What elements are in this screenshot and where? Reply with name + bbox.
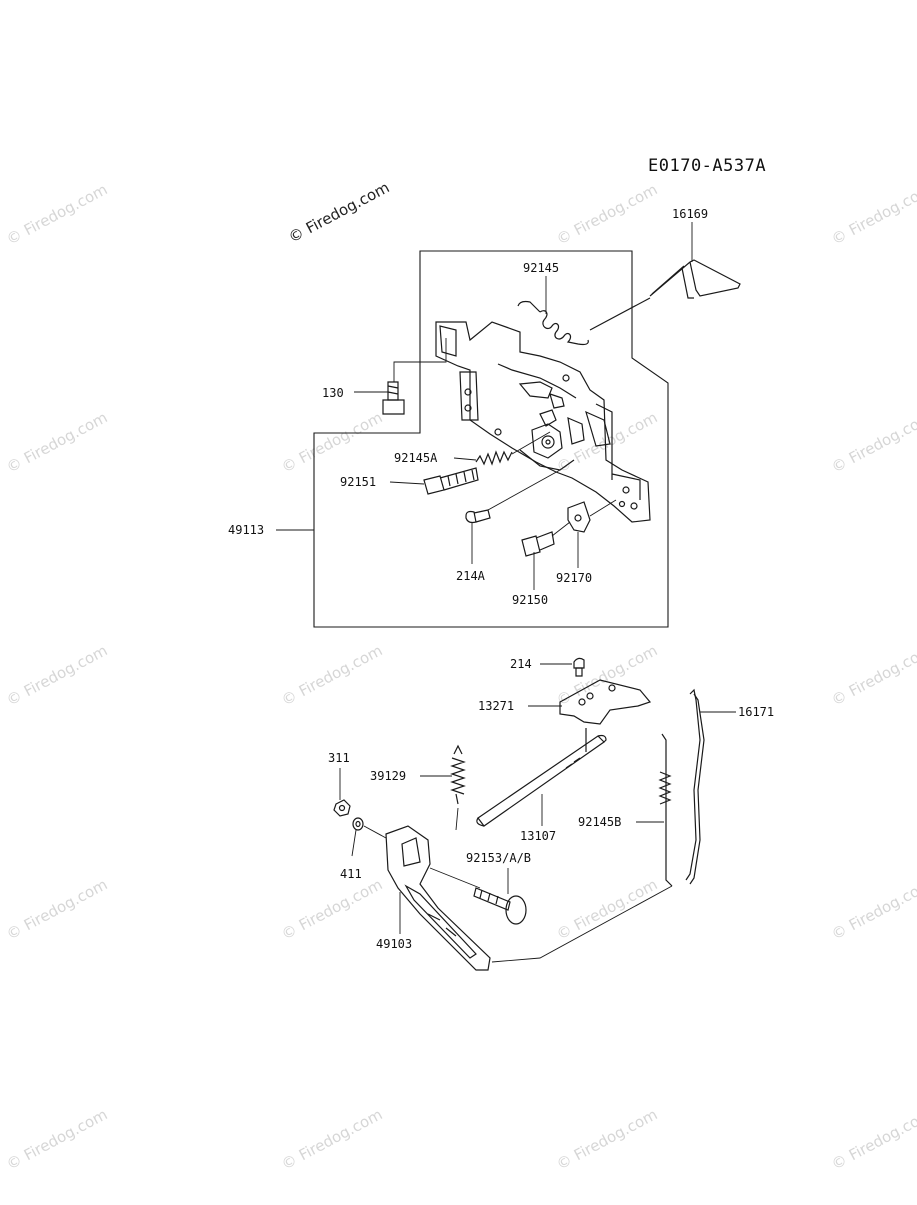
screw-92151: [423, 467, 479, 495]
label-411: 411: [340, 867, 362, 881]
watermark: © Firedog.com: [828, 641, 917, 709]
pin-92153AB: [473, 887, 527, 925]
watermark: © Firedog.com: [828, 408, 917, 476]
label-92145A: 92145A: [394, 451, 438, 465]
nut-311: [333, 799, 351, 817]
part-labels: 16169 92145 130 92145A 92151 49113 214A …: [228, 207, 774, 951]
watermark-grid: © Firedog.com © Firedog.com © Firedog.co…: [3, 180, 917, 1173]
label-49113: 49113: [228, 523, 264, 537]
watermark: © Firedog.com: [828, 875, 917, 943]
spring-92145A: [475, 450, 513, 466]
label-130: 130: [322, 386, 344, 400]
screw-214A: [465, 509, 491, 524]
washer-411: [352, 817, 364, 831]
label-16171: 16171: [738, 705, 774, 719]
assembly-frame-49113: [313, 250, 669, 628]
watermark: © Firedog.com: [278, 408, 385, 476]
label-13271: 13271: [478, 699, 514, 713]
watermark: © Firedog.com: [3, 408, 110, 476]
label-92145: 92145: [523, 261, 559, 275]
watermark: © Firedog.com: [553, 1105, 660, 1173]
link-16169: [589, 259, 741, 331]
spring-92145B: [658, 733, 673, 887]
label-214: 214: [510, 657, 532, 671]
bracket-92170: [567, 501, 591, 533]
spring-39129: [450, 744, 466, 805]
shaft-13107: [476, 728, 607, 827]
label-311: 311: [328, 751, 350, 765]
control-plate: [435, 321, 651, 523]
label-39129: 39129: [370, 769, 406, 783]
label-13107: 13107: [520, 829, 556, 843]
screw-214: [573, 657, 585, 677]
lever-49103: [385, 825, 491, 971]
watermark: © Firedog.com: [553, 180, 660, 248]
spring-92145: [517, 300, 589, 346]
label-92153AB: 92153/A/B: [466, 851, 531, 865]
watermark: © Firedog.com: [3, 1105, 110, 1173]
watermark: © Firedog.com: [828, 1105, 917, 1173]
bolt-130: [382, 381, 405, 415]
label-92151: 92151: [340, 475, 376, 489]
watermark: © Firedog.com: [278, 1105, 385, 1173]
watermark: © Firedog.com: [3, 875, 110, 943]
label-92170: 92170: [556, 571, 592, 585]
diagram-code: E0170-A537A: [648, 156, 766, 176]
label-92145B: 92145B: [578, 815, 621, 829]
watermark: © Firedog.com: [3, 180, 110, 248]
leader-lines: [276, 222, 736, 963]
bolt-92150: [521, 531, 555, 557]
watermark-main: © Firedog.com: [285, 178, 392, 246]
label-214A: 214A: [456, 569, 486, 583]
label-49103: 49103: [376, 937, 412, 951]
watermark: © Firedog.com: [553, 641, 660, 709]
watermark: © Firedog.com: [553, 875, 660, 943]
label-16169: 16169: [672, 207, 708, 221]
label-92150: 92150: [512, 593, 548, 607]
watermark: © Firedog.com: [3, 641, 110, 709]
watermark: © Firedog.com: [828, 180, 917, 248]
rod-16171: [685, 688, 705, 885]
watermark: © Firedog.com: [278, 875, 385, 943]
watermark: © Firedog.com: [278, 641, 385, 709]
plate-13271: [559, 679, 652, 725]
